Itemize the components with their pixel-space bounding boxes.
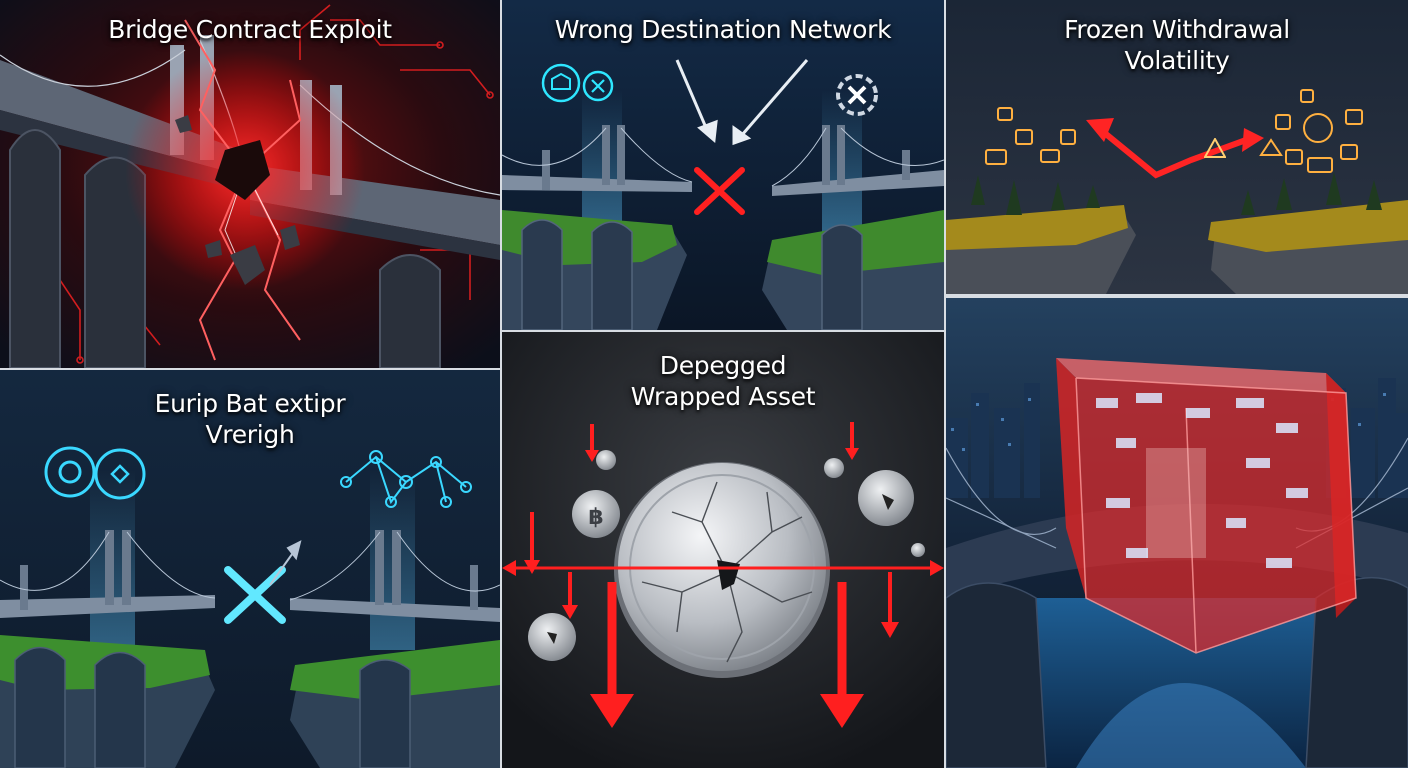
panel-title-depegged-wrapped-asset: Depegged Wrapped Asset — [502, 350, 944, 412]
panel-title-line-1: Eurip Bat extipr — [154, 389, 346, 418]
network-icon — [42, 444, 162, 504]
panel-wrong-destination-network: Wrong Destination Network — [502, 0, 944, 330]
panel-frozen-withdrawal-volatility: Frozen Withdrawal Volatility — [946, 0, 1408, 294]
panel-eurip-bat-extipr: Eurip Bat extipr Vrerigh — [0, 370, 500, 768]
bitcoin-icon: ฿ — [578, 498, 614, 532]
panel-title-line-1: Depegged — [659, 351, 787, 380]
frozen-cube-illustration — [946, 298, 1408, 768]
panel-title-bridge-contract-exploit: Bridge Contract Exploit — [108, 15, 392, 44]
bridge-exploit-illustration — [0, 0, 500, 368]
wrong-network-illustration — [502, 0, 944, 330]
panel-frozen-cube-bridge — [946, 298, 1408, 768]
eurip-illustration — [0, 370, 500, 768]
panel-title-line-2: Vrerigh — [205, 420, 295, 449]
svg-text:฿: ฿ — [588, 505, 603, 530]
panel-title-line-2: Volatility — [1124, 46, 1230, 75]
frozen-withdrawal-illustration — [946, 0, 1408, 294]
shield-x-icon — [540, 62, 614, 104]
panel-depegged-wrapped-asset: ฿ Depegged Wrapped Asset — [502, 332, 944, 768]
node-graph-icon — [336, 442, 476, 512]
panel-title-line-2: Wrapped Asset — [630, 382, 816, 411]
panel-title-line-1: Frozen Withdrawal — [1064, 15, 1290, 44]
depegged-illustration — [502, 332, 944, 768]
panel-title-eurip-bat-extipr: Eurip Bat extipr Vrerigh — [0, 388, 500, 450]
warning-icon — [1204, 138, 1226, 158]
gear-x-icon — [830, 68, 884, 122]
panel-title-wrong-destination-network: Wrong Destination Network — [554, 15, 892, 44]
panel-title-frozen-withdrawal-volatility: Frozen Withdrawal Volatility — [946, 14, 1408, 76]
panel-bridge-contract-exploit: Bridge Contract Exploit — [0, 0, 500, 368]
